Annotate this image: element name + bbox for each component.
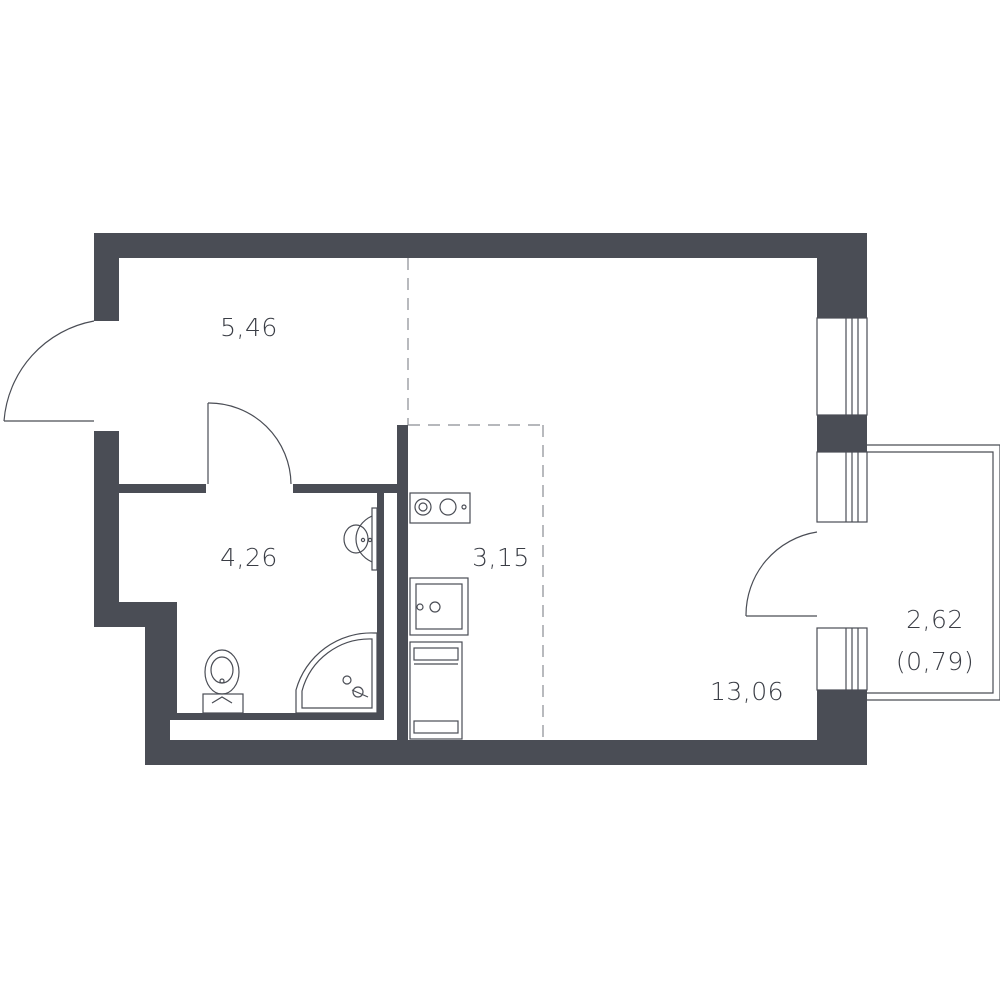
wall-top [94, 233, 867, 258]
wall-left-bottom [145, 602, 170, 765]
wall-right-mid [817, 415, 867, 452]
window-balcony-door-top [816, 451, 868, 523]
wall-right-top [817, 233, 867, 318]
window-lower [816, 627, 868, 691]
windows [816, 317, 868, 691]
kitchen-sink-icon [409, 577, 469, 636]
bath-wall-top-left [119, 484, 206, 493]
washbasin-icon [343, 507, 378, 571]
entrance-door [3, 320, 95, 422]
fridge-icon [409, 641, 463, 740]
area-kitchen: 3,15 [472, 543, 530, 572]
balcony-outline [867, 444, 1000, 701]
wall-left-lower [94, 431, 119, 626]
area-bathroom: 4,26 [220, 543, 278, 572]
shower-icon [295, 632, 378, 714]
window-upper [816, 317, 868, 416]
exterior-walls [94, 233, 867, 765]
toilet-icon [202, 649, 244, 714]
cooktop-icon [409, 492, 471, 524]
area-living: 13,06 [710, 677, 784, 706]
doors [3, 320, 818, 617]
wall-left-upper [94, 233, 119, 321]
partition-wall [397, 425, 408, 740]
interior-walls [119, 425, 408, 740]
kitchen-fixtures [409, 492, 471, 740]
bathroom-door [207, 402, 292, 485]
area-hallway: 5,46 [220, 313, 278, 342]
wall-right-bottom [817, 690, 867, 765]
bathroom-fixtures [202, 507, 378, 714]
zone-dividers [407, 258, 544, 740]
bath-wall-bottom [170, 713, 384, 720]
area-balcony-reduced: (0,79) [896, 647, 974, 676]
wall-bottom [145, 740, 867, 765]
bath-wall-left-inner [170, 602, 177, 720]
area-balcony: 2,62 [906, 605, 964, 634]
balcony-door [745, 531, 818, 617]
area-labels: 5,46 4,26 3,15 13,06 2,62 (0,79) [220, 313, 974, 706]
bath-wall-top-right [293, 484, 408, 493]
bath-wall-right [377, 493, 384, 720]
